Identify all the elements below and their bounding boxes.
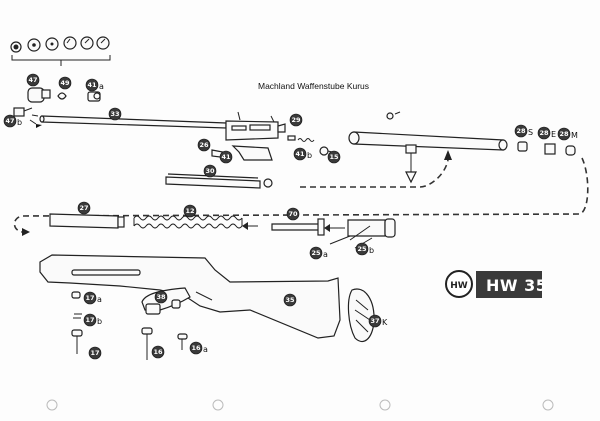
end-cap	[329, 218, 396, 249]
label-49: 49	[58, 76, 72, 90]
label-35: 35	[283, 293, 297, 307]
piston-seals	[517, 141, 576, 156]
label-15: 15	[327, 150, 341, 164]
svg-text:35: 35	[285, 296, 295, 304]
label-27: 27	[77, 201, 91, 215]
label-25b: 25	[355, 242, 369, 256]
svg-text:49: 49	[60, 79, 70, 87]
svg-text:25: 25	[311, 249, 321, 257]
svg-text:17: 17	[85, 316, 94, 324]
label-29: 29	[289, 113, 303, 127]
svg-text:17: 17	[90, 349, 99, 357]
hw35-logo: HW HW 35	[445, 270, 547, 298]
barrel	[39, 115, 227, 129]
svg-text:15: 15	[329, 153, 339, 161]
seal-4	[63, 36, 77, 50]
label-41a-suffix: a	[99, 82, 104, 91]
trigger-link	[165, 173, 273, 189]
svg-text:38: 38	[156, 293, 166, 301]
label-47b-suffix: b	[17, 118, 22, 127]
trigger-guard	[141, 287, 191, 315]
seal-set	[10, 36, 111, 66]
label-47b: 47	[3, 114, 17, 128]
label-30: 30	[203, 164, 217, 178]
label-26: 26	[197, 138, 211, 152]
svg-text:41: 41	[295, 150, 305, 158]
assembly-path-lower	[13, 157, 589, 233]
label-38: 38	[154, 290, 168, 304]
svg-text:30: 30	[205, 167, 215, 175]
assembly-path-upper	[300, 159, 449, 188]
label-28e-suffix: E	[551, 130, 556, 139]
svg-text:47: 47	[28, 76, 37, 84]
svg-text:28: 28	[516, 127, 526, 135]
label-17a-suffix: a	[97, 295, 102, 304]
label-16: 16	[151, 345, 165, 359]
svg-text:47: 47	[5, 117, 14, 125]
piston	[49, 213, 125, 229]
label-17b: 17	[83, 313, 97, 327]
label-28e: 28	[537, 126, 551, 140]
label-28m-suffix: M	[571, 131, 578, 140]
label-16a-suffix: a	[203, 345, 208, 354]
hw-emblem	[445, 270, 473, 298]
label-28m: 28	[557, 127, 571, 141]
label-17a: 17	[83, 291, 97, 305]
label-25a-suffix: a	[323, 250, 328, 259]
svg-text:28: 28	[559, 130, 569, 138]
header-caption: Machland Waffenstube Kurus	[258, 81, 369, 91]
label-37k: 37	[368, 314, 382, 328]
label-41a: 41	[85, 78, 99, 92]
model-name: HW 35	[486, 276, 547, 295]
svg-text:26: 26	[199, 141, 209, 149]
label-25a: 25	[309, 246, 323, 260]
model-plate	[476, 271, 542, 298]
label-17b-suffix: b	[97, 317, 102, 326]
seal-5	[80, 36, 94, 50]
label-17: 17	[88, 346, 102, 360]
label-41b-suffix: b	[307, 151, 312, 160]
svg-text:33: 33	[110, 110, 119, 118]
seal-6	[96, 36, 110, 50]
svg-text:16: 16	[153, 348, 163, 356]
label-33: 33	[108, 107, 122, 121]
breech-block	[211, 111, 315, 161]
svg-text:37: 37	[370, 317, 379, 325]
label-16a: 16	[189, 341, 203, 355]
svg-text:17: 17	[85, 294, 94, 302]
svg-text:27: 27	[79, 204, 88, 212]
svg-text:12: 12	[185, 207, 194, 215]
binder-holes	[46, 399, 554, 411]
label-28s-suffix: S	[528, 128, 533, 137]
label-41b: 41	[293, 147, 307, 161]
svg-text:70: 70	[288, 210, 298, 218]
hw-emblem-text: HW	[450, 281, 468, 291]
label-28s: 28	[514, 124, 528, 138]
svg-text:25: 25	[357, 245, 367, 253]
svg-text:41: 41	[87, 81, 97, 89]
label-47: 47	[26, 73, 40, 87]
svg-text:29: 29	[291, 116, 301, 124]
spring-guide	[271, 218, 325, 236]
svg-text:16: 16	[191, 344, 201, 352]
breech-small-parts	[13, 87, 101, 128]
butt-plate	[347, 288, 375, 343]
mainspring	[133, 215, 243, 229]
svg-text:41: 41	[221, 153, 231, 161]
svg-text:28: 28	[539, 129, 549, 137]
screw-set	[71, 291, 188, 360]
label-12: 12	[183, 204, 197, 218]
label-25b-suffix: b	[369, 246, 374, 255]
label-41: 41	[219, 150, 233, 164]
label-37k-suffix: K	[382, 318, 388, 327]
compression-cylinder	[319, 111, 508, 184]
label-70: 70	[286, 207, 300, 221]
